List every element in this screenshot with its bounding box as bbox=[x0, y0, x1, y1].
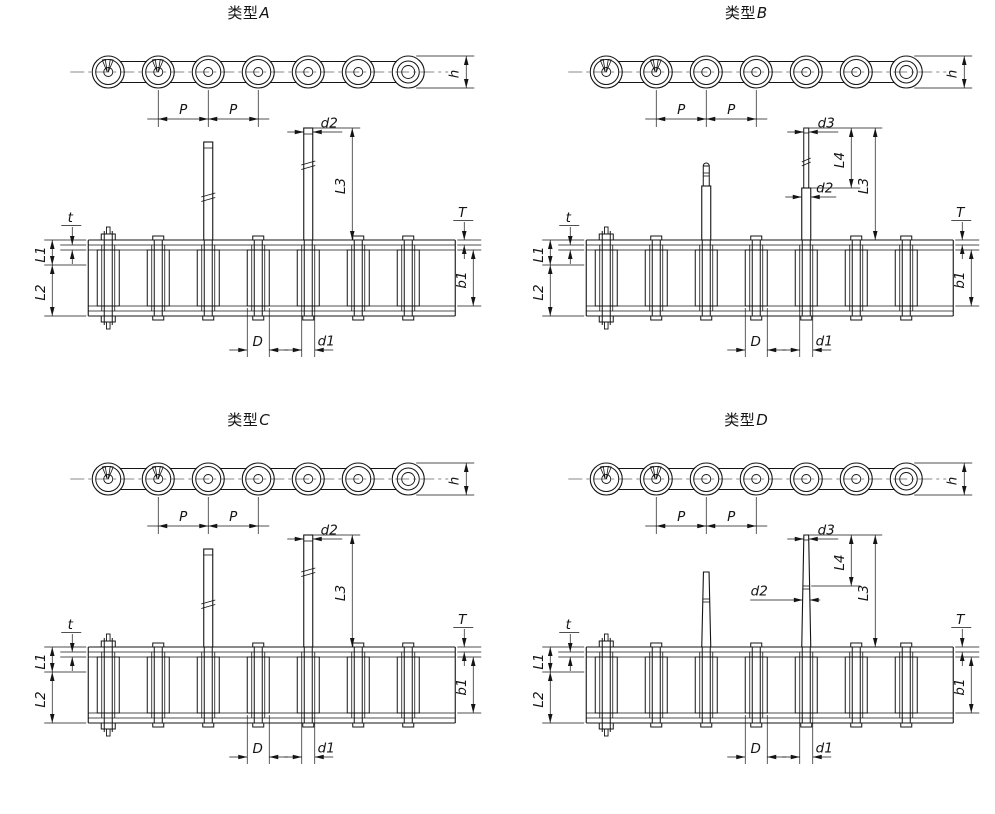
svg-text:D: D bbox=[253, 741, 263, 757]
title-letter: A bbox=[259, 4, 271, 22]
svg-text:d3: d3 bbox=[817, 523, 834, 539]
svg-text:d1: d1 bbox=[815, 741, 832, 757]
svg-text:L3: L3 bbox=[333, 178, 349, 194]
svg-text:P: P bbox=[229, 102, 238, 118]
svg-text:h: h bbox=[446, 477, 462, 486]
svg-text:L3: L3 bbox=[333, 585, 349, 601]
svg-text:L2: L2 bbox=[530, 284, 546, 300]
svg-text:t: t bbox=[68, 617, 74, 633]
title-prefix: 类型 bbox=[227, 411, 259, 429]
diagram-title-b: 类型B bbox=[498, 2, 995, 23]
title-letter: B bbox=[756, 4, 768, 22]
svg-text:d2: d2 bbox=[321, 116, 338, 132]
title-prefix: 类型 bbox=[724, 411, 756, 429]
svg-text:D: D bbox=[750, 741, 760, 757]
title-letter: D bbox=[756, 411, 769, 429]
svg-text:P: P bbox=[179, 509, 188, 525]
svg-text:d1: d1 bbox=[815, 334, 832, 350]
svg-text:L4: L4 bbox=[831, 152, 847, 168]
svg-text:L3: L3 bbox=[855, 585, 871, 601]
svg-text:T: T bbox=[458, 612, 468, 628]
svg-text:L1: L1 bbox=[33, 653, 49, 669]
svg-text:t: t bbox=[68, 210, 74, 226]
svg-text:L3: L3 bbox=[855, 178, 871, 194]
svg-text:D: D bbox=[253, 334, 263, 350]
svg-text:T: T bbox=[956, 612, 966, 628]
diagram-title-a: 类型A bbox=[0, 2, 498, 23]
svg-text:t: t bbox=[565, 210, 571, 226]
svg-text:P: P bbox=[179, 102, 188, 118]
title-prefix: 类型 bbox=[724, 4, 756, 22]
svg-text:L1: L1 bbox=[33, 246, 49, 262]
svg-text:d2: d2 bbox=[816, 181, 833, 197]
svg-text:T: T bbox=[956, 205, 966, 221]
svg-text:h: h bbox=[944, 70, 960, 79]
title-prefix: 类型 bbox=[227, 4, 259, 22]
svg-text:b1: b1 bbox=[951, 678, 967, 695]
svg-text:d3: d3 bbox=[817, 116, 834, 132]
svg-text:L1: L1 bbox=[530, 246, 546, 262]
svg-text:L2: L2 bbox=[33, 691, 49, 707]
svg-text:d2: d2 bbox=[321, 523, 338, 539]
svg-text:P: P bbox=[727, 509, 736, 525]
svg-text:h: h bbox=[446, 70, 462, 79]
svg-text:P: P bbox=[727, 102, 736, 118]
svg-text:D: D bbox=[750, 334, 760, 350]
svg-text:L4: L4 bbox=[831, 554, 847, 570]
svg-text:L2: L2 bbox=[530, 691, 546, 707]
svg-text:d1: d1 bbox=[318, 334, 335, 350]
diagram-title-c: 类型C bbox=[0, 409, 498, 430]
svg-text:P: P bbox=[229, 509, 238, 525]
svg-text:t: t bbox=[565, 617, 571, 633]
svg-text:P: P bbox=[677, 509, 686, 525]
svg-text:b1: b1 bbox=[454, 271, 470, 288]
svg-text:L2: L2 bbox=[33, 284, 49, 300]
svg-text:d2: d2 bbox=[750, 584, 767, 600]
svg-text:L1: L1 bbox=[530, 653, 546, 669]
svg-text:b1: b1 bbox=[951, 271, 967, 288]
title-letter: C bbox=[259, 411, 271, 429]
svg-text:d1: d1 bbox=[318, 741, 335, 757]
diagram-title-d: 类型D bbox=[498, 409, 995, 430]
svg-text:b1: b1 bbox=[454, 678, 470, 695]
svg-text:h: h bbox=[944, 477, 960, 486]
svg-text:P: P bbox=[677, 102, 686, 118]
svg-text:T: T bbox=[458, 205, 468, 221]
